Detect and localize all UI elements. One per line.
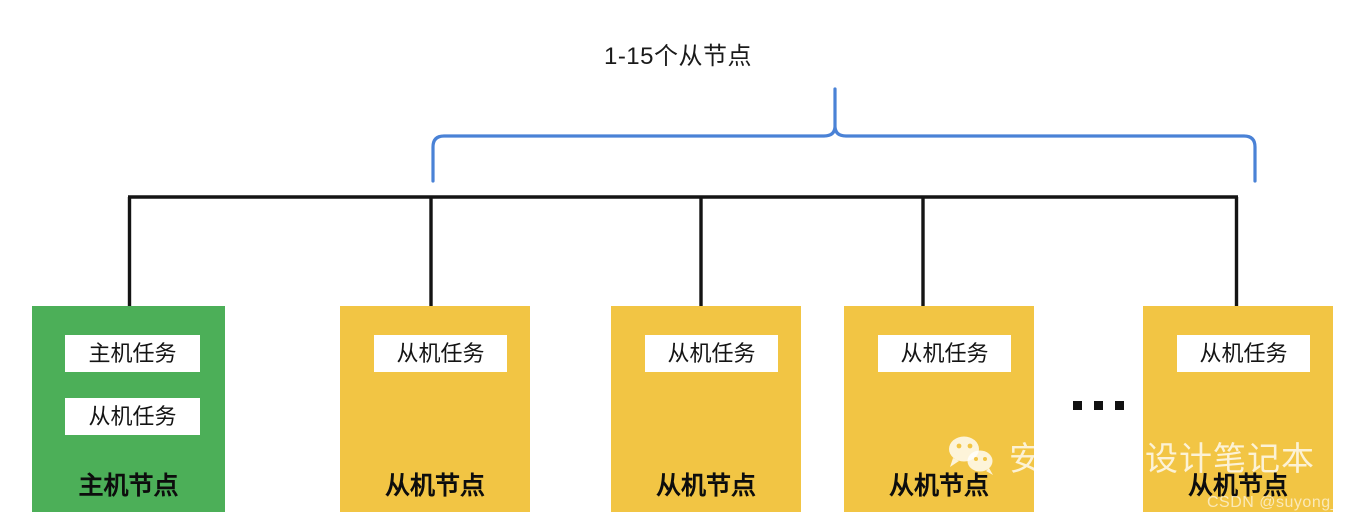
group-brace (431, 87, 1257, 183)
node-title-slave-1: 从机节点 (384, 472, 485, 500)
node-master[interactable]: 主机任务 从机任务 主机节点 (32, 306, 225, 512)
node-title-slave-2: 从机节点 (655, 472, 756, 500)
task-chip-slave-task: 从机任务 (878, 335, 1011, 372)
node-slave-4[interactable]: 从机任务 从机节点 (1143, 306, 1333, 512)
ellipsis-indicator (1073, 401, 1124, 410)
diagram-caption: 1-15个从节点 (603, 43, 753, 70)
node-slave-1[interactable]: 从机任务 从机节点 (340, 306, 530, 512)
node-title-master: 主机节点 (78, 472, 179, 500)
task-chip-slave-task: 从机任务 (65, 398, 200, 435)
node-slave-3[interactable]: 从机任务 从机节点 (844, 306, 1034, 512)
csdn-credit: CSDN @suyong_yq (1207, 494, 1356, 511)
ellipsis-dot (1094, 401, 1103, 410)
node-slave-2[interactable]: 从机任务 从机节点 (611, 306, 801, 512)
node-title-slave-4: 从机节点 (1187, 472, 1288, 500)
task-chip-slave-task: 从机任务 (1177, 335, 1310, 372)
task-chip-slave-task: 从机任务 (374, 335, 507, 372)
node-title-slave-3: 从机节点 (888, 472, 989, 500)
ellipsis-dot (1115, 401, 1124, 410)
task-chip-master-task: 主机任务 (65, 335, 200, 372)
ellipsis-dot (1073, 401, 1082, 410)
task-chip-slave-task: 从机任务 (645, 335, 778, 372)
